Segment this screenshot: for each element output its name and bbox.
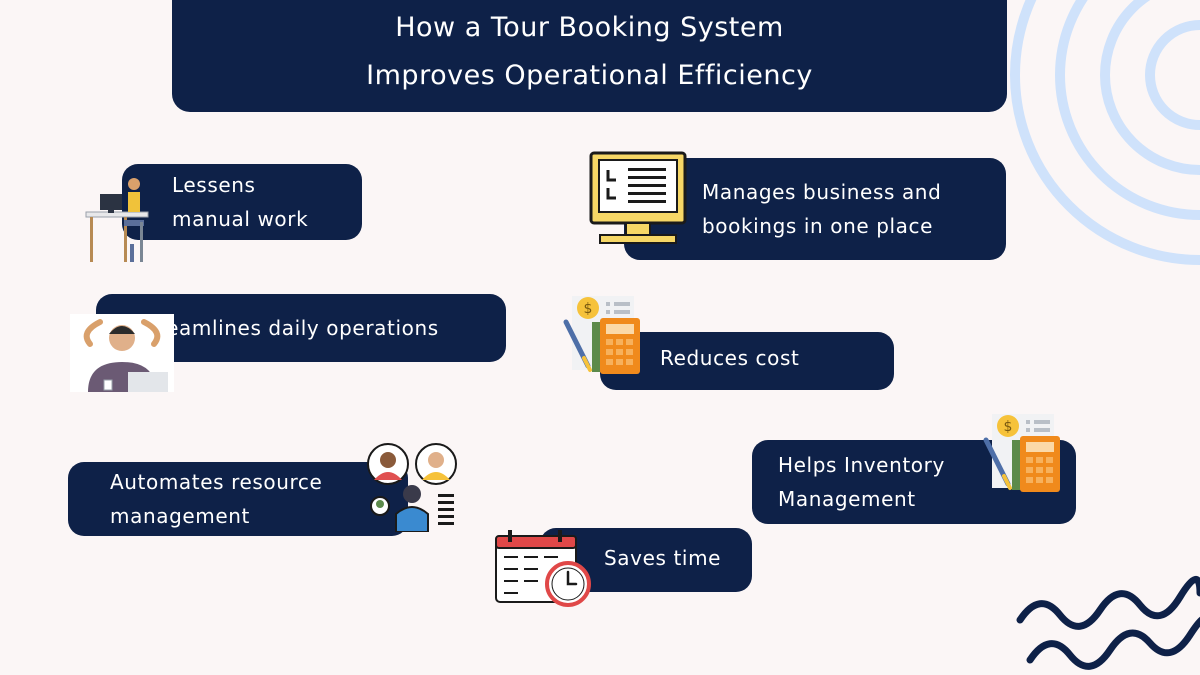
benefit-label-line1: Reduces cost [660, 346, 800, 370]
svg-text:$: $ [1004, 419, 1013, 435]
benefit-label-line2: management [110, 504, 250, 528]
benefit-label-line2: bookings in one place [702, 214, 934, 238]
benefit-reduces-cost [600, 332, 894, 390]
title-line-1: How a Tour Booking System [395, 12, 784, 43]
title-line-2: Improves Operational Efficiency [366, 60, 813, 91]
benefit-label-line1: Manages business and [702, 180, 942, 204]
svg-text:$: $ [584, 301, 593, 317]
team-people-icon [367, 443, 457, 532]
benefit-label-line2: Management [778, 487, 916, 511]
calculator-invoice-icon: $ [983, 414, 1060, 492]
benefit-label-line1: Lessens [172, 173, 256, 197]
benefit-label-line1: Streamlines daily operations [136, 316, 439, 340]
calculator-invoice-icon: $ [563, 296, 640, 374]
title-banner: How a Tour Booking System Improves Opera… [172, 0, 1007, 112]
calendar-clock-icon [495, 530, 591, 607]
benefit-label-line1: Helps Inventory [778, 453, 945, 477]
wave-lines-decoration [1016, 576, 1200, 670]
benefit-label-line2: manual work [172, 207, 309, 231]
benefit-automates-resource-management [68, 462, 408, 536]
computer-monitor-icon [589, 151, 687, 244]
relaxed-person-at-laptop-icon [70, 314, 174, 392]
benefit-label-line1: Automates resource [110, 470, 323, 494]
person-at-desk-icon [85, 178, 149, 262]
benefit-label-line1: Saves time [604, 546, 722, 570]
benefit-manages-business-bookings [624, 158, 1006, 260]
benefit-lessens-manual-work [122, 164, 362, 240]
concentric-arcs-decoration [1010, 0, 1200, 265]
